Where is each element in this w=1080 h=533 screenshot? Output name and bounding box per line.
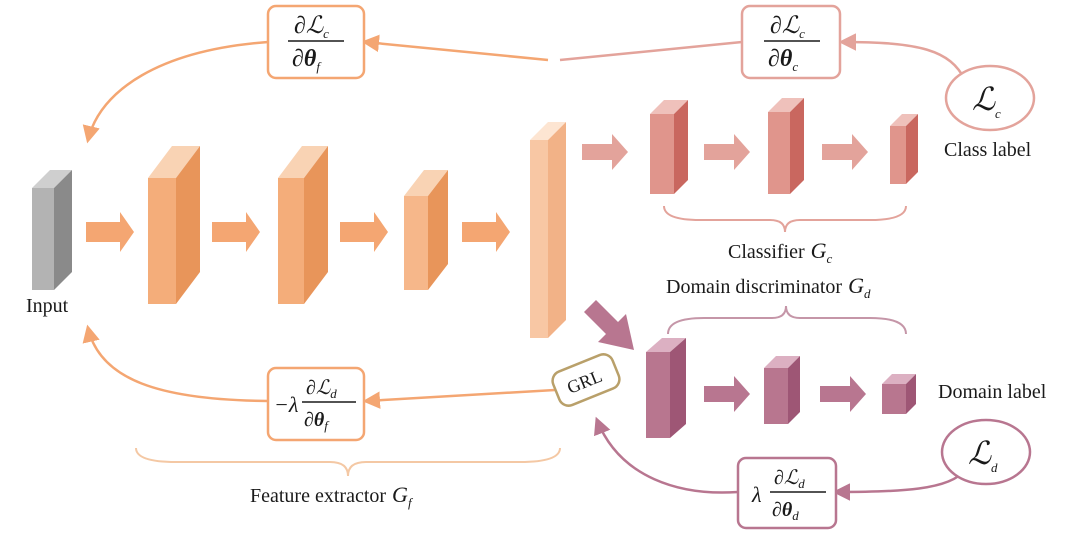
svg-text:∂ℒc: ∂ℒc — [770, 13, 805, 41]
classifier-layer-3 — [890, 114, 918, 184]
svg-text:∂θc: ∂θc — [768, 46, 798, 74]
discriminator-brace — [667, 305, 907, 335]
forward-arrow — [704, 134, 750, 170]
forward-arrow — [86, 212, 134, 252]
gradient-box-dLc-dthetaf: ∂ℒc ∂θf — [266, 4, 366, 80]
classifier-layer-2 — [768, 98, 804, 194]
gradient-box-dLc-dthetac: ∂ℒc ∂θc — [740, 4, 842, 80]
forward-arrow — [822, 134, 868, 170]
gradient-box-neg-lambda-dLd-dthetaf: −λ ∂ℒd ∂θf — [266, 366, 366, 442]
svg-text:∂θd: ∂θd — [772, 499, 799, 523]
gradient-arrow-classifier-to-extractor — [361, 34, 549, 62]
class-loss-node: ℒc — [944, 64, 1036, 132]
svg-text:∂θf: ∂θf — [304, 409, 330, 433]
domain-loss-node: ℒd — [940, 418, 1032, 486]
gradient-arrow-extractor-to-input-lower — [82, 324, 269, 403]
forward-arrow — [212, 212, 260, 252]
svg-text:ℒd: ℒd — [968, 435, 998, 475]
svg-text:−λ: −λ — [274, 392, 298, 417]
feature-layer-3 — [404, 170, 448, 290]
svg-text:∂ℒd: ∂ℒd — [306, 377, 337, 401]
forward-arrow-to-discriminator — [584, 300, 634, 350]
discriminator-layer-3 — [882, 374, 916, 414]
svg-text:∂ℒc: ∂ℒc — [294, 13, 329, 41]
svg-text:∂ℒd: ∂ℒd — [774, 467, 805, 491]
gradient-arrow-loss-d-to-discriminator — [832, 469, 966, 501]
gradient-arrow-classifier-flow — [559, 40, 743, 62]
forward-arrow-to-classifier — [582, 134, 628, 170]
classifier-layer-1 — [650, 100, 688, 194]
svg-text:ℒc: ℒc — [972, 81, 1001, 121]
domain-label: Domain label — [938, 381, 1047, 403]
discriminator-layer-1 — [646, 338, 686, 438]
class-label: Class label — [944, 139, 1032, 161]
feature-extractor-brace — [135, 447, 561, 477]
svg-text:∂θf: ∂θf — [292, 46, 322, 74]
gradient-arrow-discriminator-to-grl — [594, 416, 739, 494]
feature-layer-1 — [148, 146, 200, 304]
gradient-arrow-grl-to-extractor — [362, 388, 556, 409]
svg-text:λ: λ — [751, 482, 762, 507]
forward-arrow — [704, 376, 750, 412]
feature-forward-arrows — [86, 212, 510, 252]
forward-arrow — [340, 212, 388, 252]
grl-box: GRL — [551, 353, 621, 407]
input-block — [32, 170, 72, 290]
input-label: Input — [26, 295, 69, 317]
feature-layer-2 — [278, 146, 328, 304]
feature-layer-4 — [530, 122, 566, 338]
forward-arrow — [462, 212, 510, 252]
gradient-box-lambda-dLd-dthetad: λ ∂ℒd ∂θd — [736, 456, 838, 530]
discriminator-layer-2 — [764, 356, 800, 424]
gradient-arrow-extractor-to-input — [82, 40, 269, 144]
classifier-brace — [663, 205, 907, 233]
forward-arrow — [820, 376, 866, 412]
gradient-arrow-loss-c-to-classifier — [838, 33, 967, 81]
